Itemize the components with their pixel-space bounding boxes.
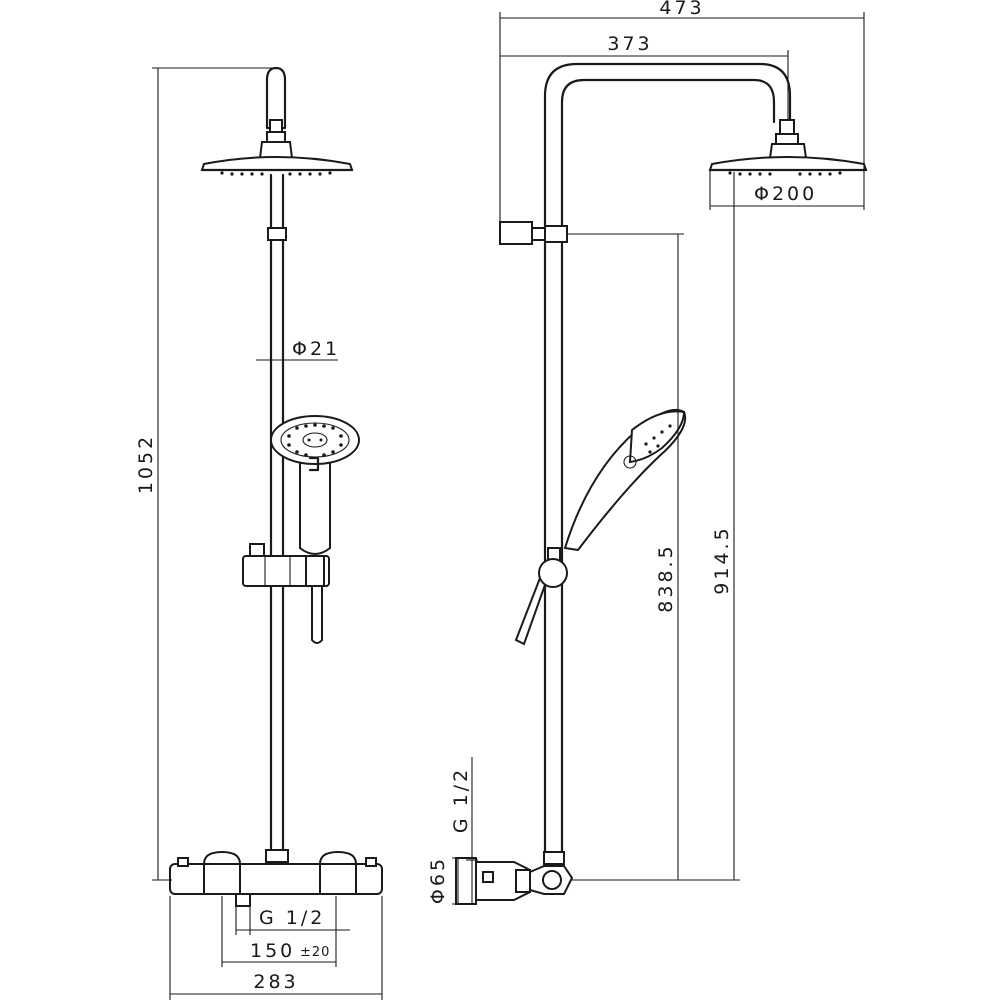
side-riser-pipe bbox=[543, 240, 564, 854]
side-head-connector bbox=[768, 119, 808, 159]
front-view: 1052 Φ21 G 1/2 150 ±20 283 bbox=[135, 66, 383, 1000]
total-projection-label: 473 bbox=[659, 0, 704, 19]
front-upper-collar bbox=[267, 227, 287, 241]
centers-tolerance-label: ±20 bbox=[300, 945, 330, 960]
front-shower-head bbox=[200, 156, 354, 176]
side-mixer-flange bbox=[455, 851, 574, 905]
front-mixer-body bbox=[169, 849, 383, 907]
side-dimensions: 473 373 Φ200 838.5 914.5 G 1/2 bbox=[427, 0, 865, 905]
side-hand-shower bbox=[563, 408, 687, 552]
side-view: 473 373 Φ200 838.5 914.5 G 1/2 bbox=[427, 0, 868, 905]
overall-height-label: 1052 bbox=[135, 434, 157, 494]
front-hand-shower bbox=[270, 415, 360, 555]
side-slider-knob bbox=[538, 547, 568, 588]
front-dimensions: 1052 Φ21 G 1/2 150 ±20 283 bbox=[135, 67, 383, 1000]
side-hose bbox=[514, 576, 548, 646]
outlet-thread-label: G 1/2 bbox=[259, 907, 325, 929]
front-head-connector bbox=[258, 119, 294, 159]
front-riser-pipe bbox=[265, 66, 287, 860]
head-diameter-label: Φ200 bbox=[754, 183, 817, 205]
arm-projection-label: 373 bbox=[607, 33, 652, 55]
flange-diameter-label: Φ65 bbox=[427, 856, 449, 904]
slider-height-label: 838.5 bbox=[655, 543, 677, 612]
front-slider-bracket bbox=[242, 543, 330, 587]
side-shower-head bbox=[708, 156, 868, 176]
head-height-label: 914.5 bbox=[711, 525, 733, 594]
front-hose bbox=[311, 585, 323, 644]
side-thread-label: G 1/2 bbox=[450, 767, 472, 833]
centers-label: 150 bbox=[250, 940, 295, 962]
side-wall-bracket bbox=[499, 221, 568, 245]
riser-diameter-label: Φ21 bbox=[292, 338, 340, 360]
mixer-width-label: 283 bbox=[253, 971, 298, 993]
